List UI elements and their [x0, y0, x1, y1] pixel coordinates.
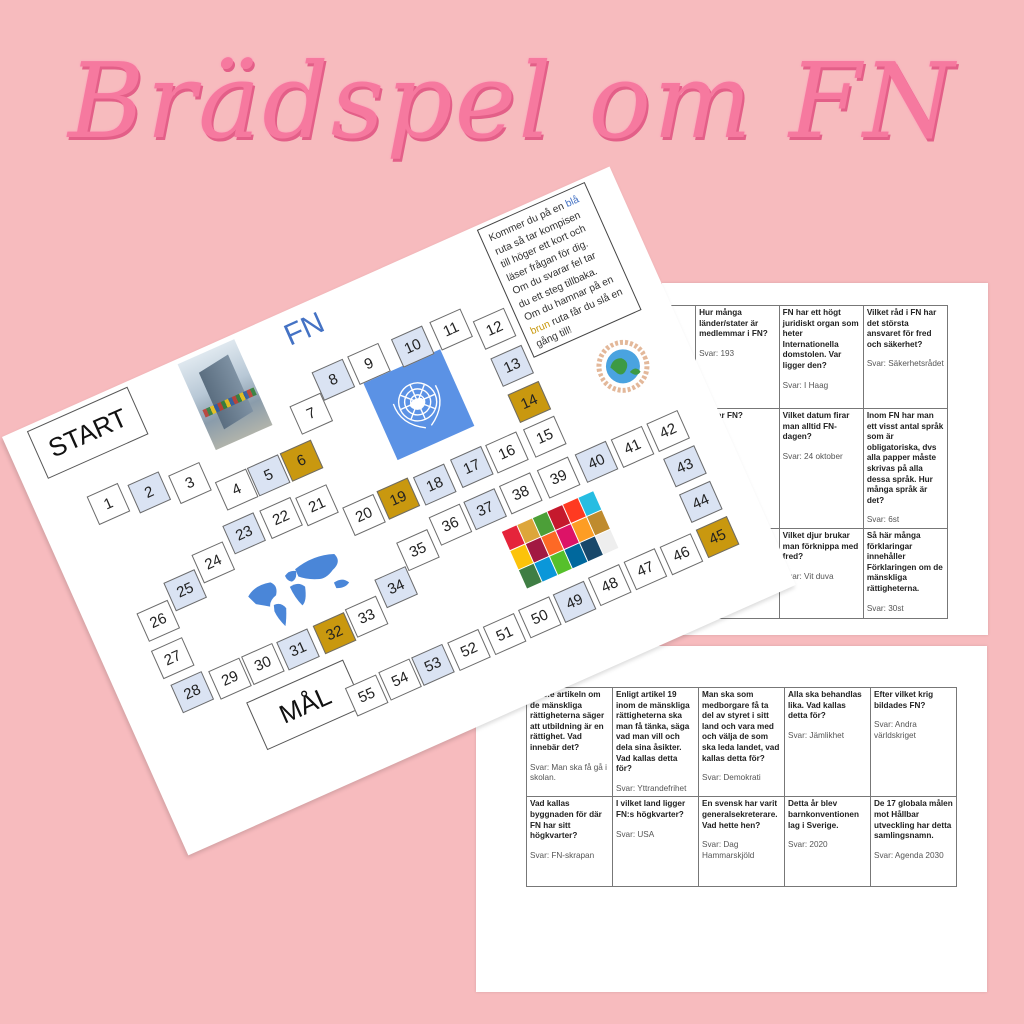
- board-tile-31: 31: [276, 628, 320, 671]
- question-card: Vilket datum firar man alltid FN-dagen?S…: [778, 408, 864, 529]
- board-tile-50: 50: [518, 596, 562, 639]
- board-tile-28: 28: [170, 671, 215, 714]
- children-around-globe-icon: [589, 332, 658, 401]
- page-title: Brädspel om FN: [68, 40, 956, 162]
- board-tile-52: 52: [447, 628, 491, 672]
- board-tile-35: 35: [396, 529, 440, 572]
- question-card: En svensk har varit generalsekreterare. …: [698, 796, 785, 888]
- board-tile-1: 1: [86, 482, 131, 526]
- board-heading: FN: [279, 306, 330, 353]
- board-tile-11: 11: [429, 308, 473, 351]
- question-card: Enligt artikel 19 inom de mänskliga rätt…: [612, 686, 699, 798]
- board-tile-49: 49: [552, 580, 597, 623]
- start-box: START: [26, 386, 149, 479]
- question-card: FN har ett högt juridiskt organ som hete…: [778, 305, 864, 409]
- board-tile-34: 34: [374, 566, 418, 609]
- question-card: Vilket djur brukar man förknippa med fre…: [778, 527, 864, 619]
- board-tile-14: 14: [507, 380, 552, 424]
- question-sheet-lower: …26:e artikeln om de mänskliga rättighet…: [476, 646, 987, 992]
- board-tile-27: 27: [150, 637, 195, 680]
- question-card: Efter vilket krig bildades FN?Svar: Andr…: [870, 686, 957, 798]
- board-tile-22: 22: [259, 496, 303, 540]
- board-tile-40: 40: [574, 440, 619, 483]
- question-card: Vad kallas byggnaden för där FN har sitt…: [526, 796, 613, 888]
- question-card: Man ska som medborgare få ta del av styr…: [698, 686, 785, 798]
- board-tile-43: 43: [663, 445, 707, 488]
- question-table-lower: …26:e artikeln om de mänskliga rättighet…: [526, 686, 957, 888]
- board-tile-44: 44: [678, 480, 723, 523]
- question-card: Vilket råd i FN har det största ansvaret…: [862, 305, 949, 409]
- un-headquarters-photo: [177, 339, 273, 451]
- board-tile-36: 36: [428, 503, 473, 546]
- board-tile-21: 21: [295, 484, 339, 527]
- board-tile-17: 17: [449, 445, 494, 489]
- board-tile-16: 16: [485, 431, 529, 474]
- board-tile-20: 20: [342, 493, 386, 537]
- board-tile-45: 45: [695, 516, 740, 559]
- board-tile-12: 12: [472, 307, 517, 350]
- board-tile-41: 41: [610, 425, 655, 468]
- board-tile-39: 39: [536, 456, 581, 499]
- board-tile-42: 42: [646, 409, 690, 453]
- board-game-page: FN START MÅL Kommer du på en blå ruta så…: [2, 166, 796, 856]
- board-tile-51: 51: [482, 613, 527, 656]
- un-emblem-icon: [363, 349, 475, 461]
- board-tile-47: 47: [623, 548, 668, 591]
- world-map-icon: [240, 543, 363, 639]
- board-tile-18: 18: [412, 463, 457, 506]
- board-tile-23: 23: [222, 512, 266, 555]
- board-tile-37: 37: [463, 488, 507, 531]
- question-card: …26:e artikeln om de mänskliga rättighet…: [526, 686, 613, 798]
- question-card: De 17 globala målen mot Hållbar utveckli…: [870, 796, 957, 888]
- board-tile-19: 19: [376, 477, 421, 520]
- board-tile-46: 46: [659, 533, 704, 576]
- question-card: I vilket land ligger FN:s högkvarter?Sva…: [612, 796, 699, 888]
- board-tile-13: 13: [490, 344, 534, 387]
- question-card: Detta år blev barnkonventionen lag i Sve…: [784, 796, 871, 888]
- question-card: Så här många förklaringar innehåller För…: [862, 527, 949, 619]
- board-tile-2: 2: [127, 471, 172, 514]
- question-card: Inom FN har man ett visst antal språk so…: [862, 408, 949, 529]
- board-tile-3: 3: [168, 461, 212, 505]
- board-tile-48: 48: [587, 564, 632, 607]
- board-tile-15: 15: [522, 415, 567, 458]
- board-tile-38: 38: [498, 472, 543, 515]
- question-card: Alla ska behandlas lika. Vad kallas dett…: [784, 686, 871, 798]
